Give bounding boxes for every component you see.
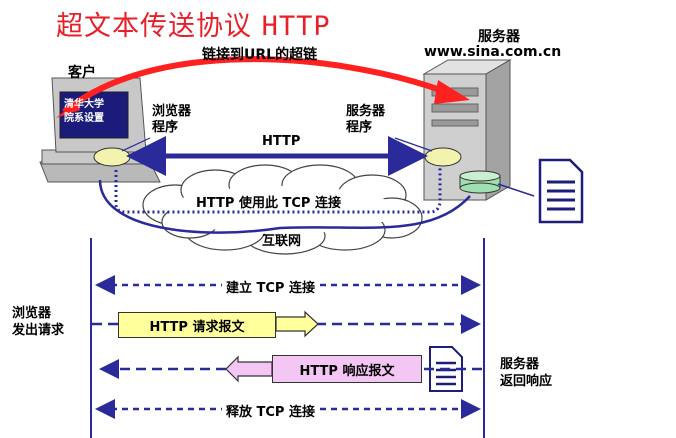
database-link [497, 183, 535, 197]
hyperlink-arrow-head [434, 80, 470, 104]
http-response-text: HTTP 响应报文 [299, 363, 395, 379]
release-tcp-label: 释放 TCP 连接 [222, 401, 319, 420]
internet-label: 互联网 [262, 234, 302, 249]
server-program-label: 服务器 程序 [346, 104, 386, 135]
http-request-text: HTTP 请求报文 [149, 319, 245, 335]
client-computer [39, 77, 161, 183]
http-request-box: HTTP 请求报文 [118, 312, 276, 338]
http-response-box: HTTP 响应报文 [272, 355, 422, 383]
hyperlink-arrow-tail [56, 100, 80, 118]
link-to-url-label: 链接到URL的超链 [202, 47, 318, 63]
http-uses-tcp-label: HTTP 使用此 TCP 连接 [196, 196, 341, 211]
browser-program-label: 浏览器 程序 [152, 104, 192, 135]
browser-program-node [93, 147, 131, 167]
tcp-connection-dotted [114, 168, 442, 214]
database-icon [459, 170, 501, 194]
title-latin: HTTP [261, 11, 331, 42]
client-screen-text: 清华大学 院系设置 [64, 99, 104, 124]
tcp-physical-path [98, 179, 471, 234]
client-label: 客户 [68, 65, 96, 81]
request-arrow-head [275, 310, 319, 338]
hyperlink-arrow [62, 56, 448, 115]
document-icon-large [538, 158, 584, 224]
server-response-label: 服务器 返回响应 [500, 357, 553, 389]
establish-tcp-label: 建立 TCP 连接 [222, 277, 319, 296]
response-arrow-head [225, 355, 273, 383]
page-title: 超文本传送协议 HTTP [56, 4, 331, 43]
http-label: HTTP [262, 134, 301, 149]
server-title: 服务器 [478, 29, 520, 45]
server-host: www.sina.com.cn [424, 44, 562, 60]
browser-label-pointer [121, 137, 151, 152]
browser-request-label: 浏览器 发出请求 [12, 306, 65, 338]
title-cjk: 超文本传送协议 [56, 11, 252, 42]
server-label-pointer [394, 137, 433, 152]
